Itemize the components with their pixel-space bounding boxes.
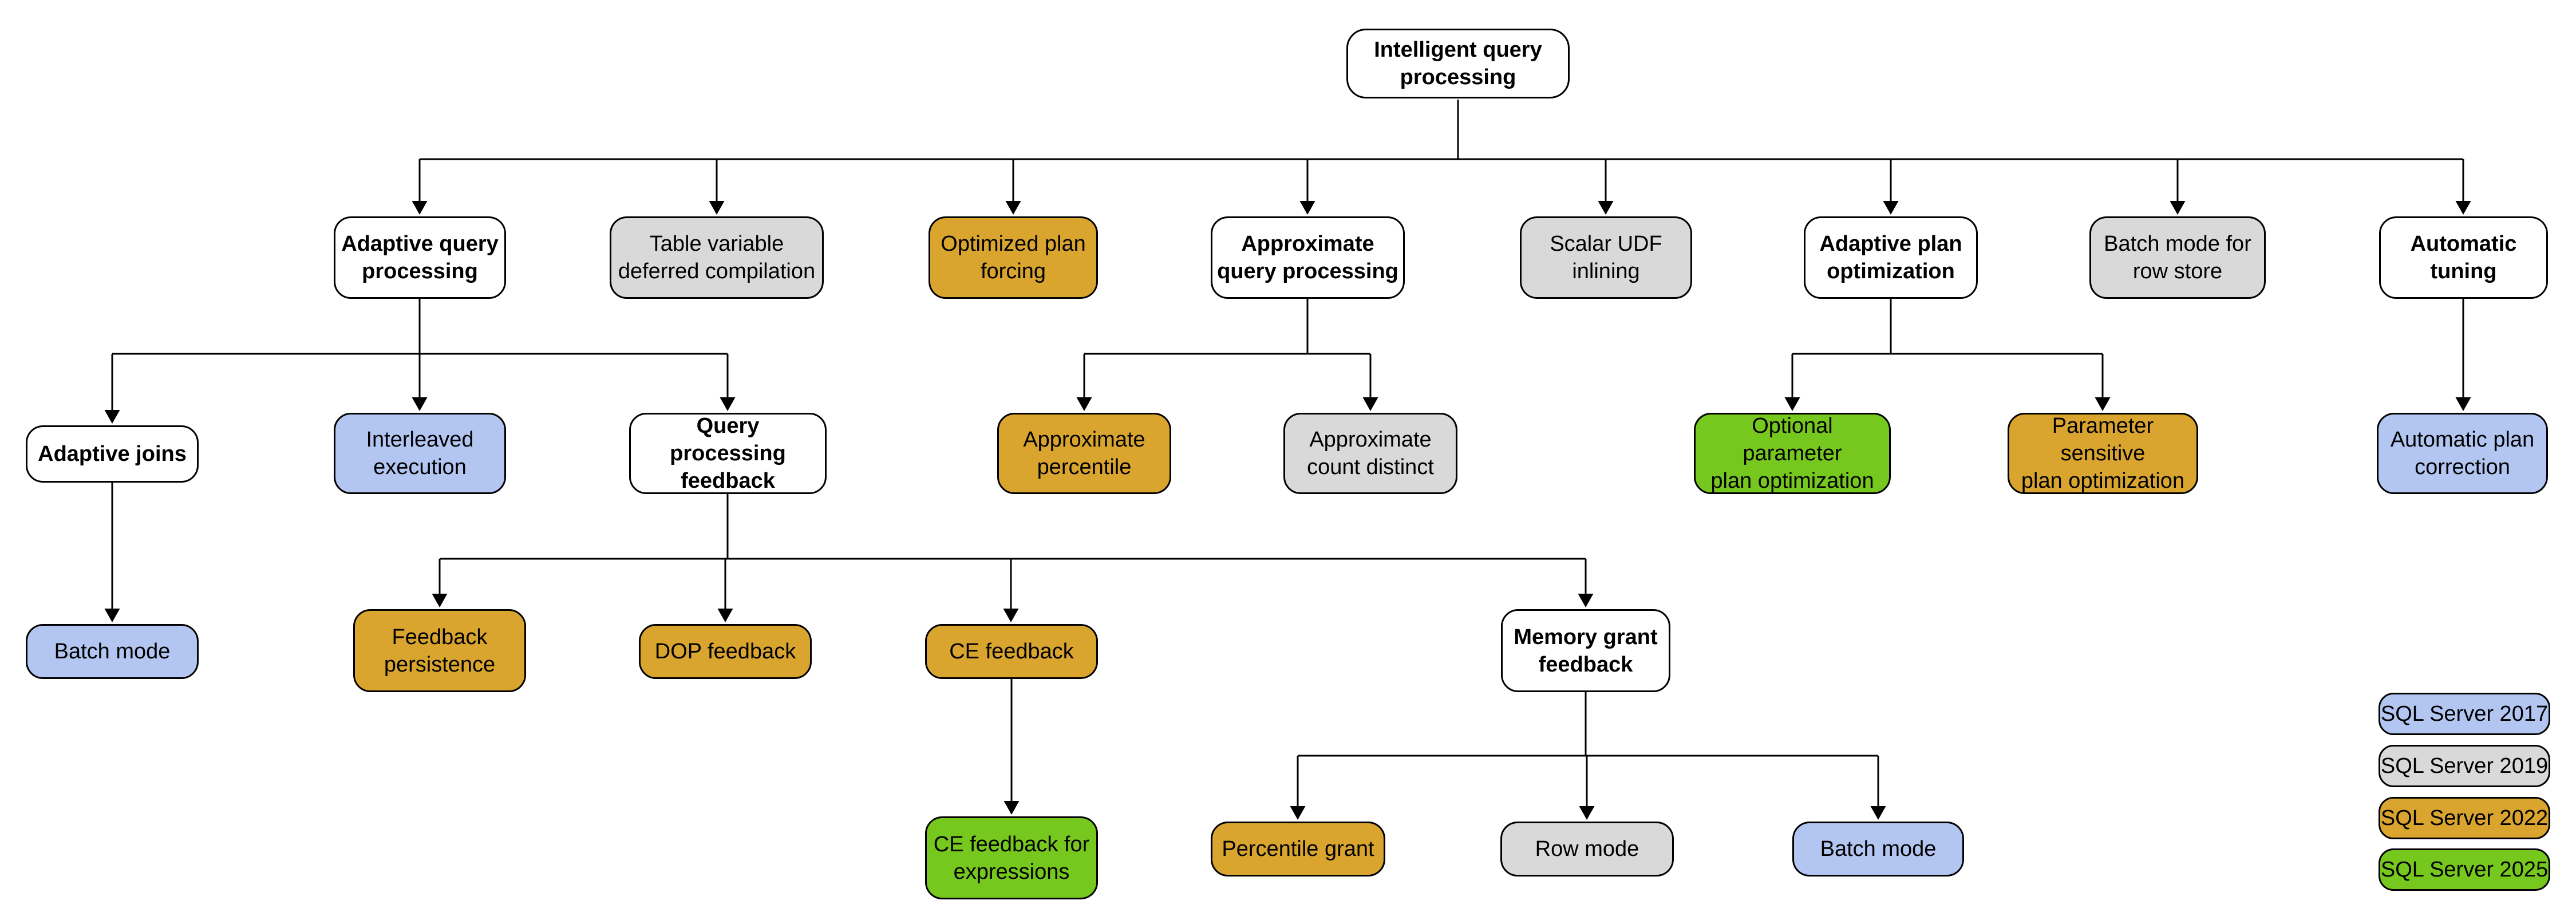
node-automatic-plan-correction: Automatic plan correction bbox=[2377, 413, 2548, 494]
node-parameter-sensitive-plan-optimization: Parameter sensitive plan optimization bbox=[2008, 413, 2198, 494]
node-optimized-plan-forcing: Optimized plan forcing bbox=[929, 216, 1098, 299]
node-memory-grant-feedback: Memory grant feedback bbox=[1501, 609, 1670, 692]
legend-sql-server-2022: SQL Server 2022 bbox=[2379, 797, 2550, 839]
legend-sql-server-2019: SQL Server 2019 bbox=[2379, 745, 2550, 787]
node-batch-mode-adaptive-joins: Batch mode bbox=[26, 624, 199, 679]
node-table-variable-deferred-compilation: Table variable deferred compilation bbox=[610, 216, 824, 299]
node-scalar-udf-inlining: Scalar UDF inlining bbox=[1520, 216, 1692, 299]
node-row-mode: Row mode bbox=[1500, 822, 1674, 876]
node-optional-parameter-plan-optimization: Optional parameter plan optimization bbox=[1694, 413, 1891, 494]
node-ce-feedback-for-expressions: CE feedback for expressions bbox=[925, 816, 1098, 899]
node-adaptive-query-processing: Adaptive query processing bbox=[334, 216, 506, 299]
node-ce-feedback: CE feedback bbox=[925, 624, 1098, 679]
node-interleaved-execution: Interleaved execution bbox=[334, 413, 506, 494]
node-adaptive-joins: Adaptive joins bbox=[26, 425, 199, 483]
node-batch-mode-memory-grant: Batch mode bbox=[1792, 822, 1964, 876]
node-automatic-tuning: Automatic tuning bbox=[2379, 216, 2548, 299]
node-dop-feedback: DOP feedback bbox=[639, 624, 812, 679]
node-percentile-grant: Percentile grant bbox=[1211, 822, 1385, 876]
node-intelligent-query-processing: Intelligent query processing bbox=[1346, 29, 1570, 98]
node-feedback-persistence: Feedback persistence bbox=[353, 609, 526, 692]
node-batch-mode-for-row-store: Batch mode for row store bbox=[2089, 216, 2266, 299]
node-adaptive-plan-optimization: Adaptive plan optimization bbox=[1804, 216, 1978, 299]
node-query-processing-feedback: Query processing feedback bbox=[629, 413, 827, 494]
node-approximate-count-distinct: Approximate count distinct bbox=[1283, 413, 1457, 494]
legend-sql-server-2025: SQL Server 2025 bbox=[2379, 848, 2550, 891]
node-approximate-percentile: Approximate percentile bbox=[997, 413, 1171, 494]
legend-sql-server-2017: SQL Server 2017 bbox=[2379, 693, 2550, 735]
node-approximate-query-processing: Approximate query processing bbox=[1211, 216, 1405, 299]
